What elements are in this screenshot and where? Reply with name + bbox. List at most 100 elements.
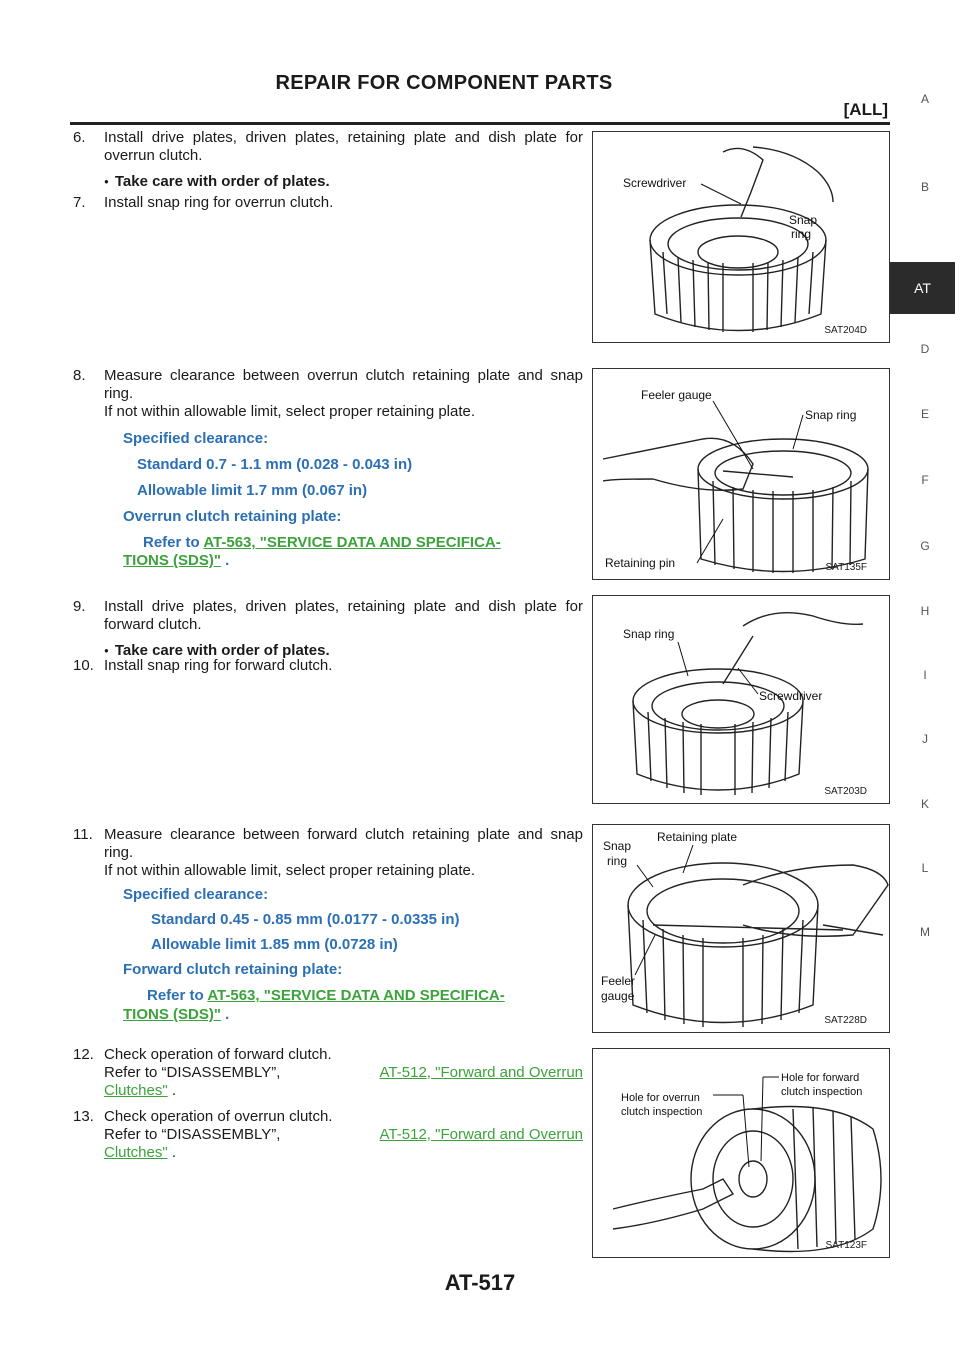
step-8: 8. Measure clearance between overrun clut… [73, 367, 583, 421]
spec-label: Specified clearance: [123, 430, 269, 447]
feeler-gauge-illustration: Feeler gauge Snap ring Retaining pin [602, 388, 869, 573]
step-text: Install drive plates, driven plates, ret… [104, 129, 583, 164]
step-number: 13. [73, 1108, 94, 1125]
disassembly-link[interactable]: AT-512, "Forward and Overrun [379, 1064, 583, 1081]
label-ring: ring [607, 854, 627, 868]
figure-overrun-clearance: Feeler gauge Snap ring Retaining pin SAT… [592, 368, 890, 580]
tab-b[interactable]: B [920, 180, 929, 194]
label-hole-overrun-1: Hole for overrun [621, 1092, 700, 1104]
tab-h[interactable]: H [920, 604, 930, 618]
step-text: Check operation of forward clutch. [104, 1046, 332, 1063]
step-text-2: If not within allowable limit, select pr… [104, 403, 476, 420]
page-scope: [ALL] [843, 100, 888, 119]
step-7: 7.Install snap ring for overrun clutch. [73, 194, 583, 212]
figure-id: SAT123F [825, 1240, 868, 1251]
label-screwdriver: Screwdriver [623, 176, 686, 190]
sds-link-cont[interactable]: TIONS (SDS)" [123, 1006, 221, 1023]
label-ring: ring [791, 227, 811, 241]
tab-i[interactable]: I [923, 668, 927, 682]
clutch-drum-illustration: Screwdriver Snap ring [623, 146, 834, 332]
label-screwdriver: Screwdriver [759, 689, 822, 703]
caution-bullet: Take care with order of plates. [104, 642, 583, 662]
refer-text: Refer to “DISASSEMBLY”, [104, 1126, 281, 1143]
refer-text: Refer to [147, 987, 204, 1004]
step-text: Check operation of overrun clutch. [104, 1108, 333, 1125]
figure-id: SAT203D [824, 786, 867, 797]
spec-limit: Allowable limit 1.85 mm (0.0728 in) [151, 936, 398, 953]
spec-standard: Standard 0.45 - 0.85 mm (0.0177 - 0.0335… [151, 911, 460, 928]
label-gauge: gauge [601, 989, 635, 1003]
refer-tail: . [171, 1082, 177, 1099]
tab-j[interactable]: J [922, 732, 928, 746]
refer-line-2: TIONS (SDS)" . [123, 552, 229, 569]
tab-k[interactable]: K [920, 797, 929, 811]
refer-tail: . [225, 552, 230, 569]
figure-id: SAT204D [824, 325, 867, 336]
step-number: 6. [73, 129, 86, 146]
sds-link[interactable]: AT-563, "SERVICE DATA AND SPECIFICA- [203, 534, 501, 551]
refer-line: Refer to AT-563, "SERVICE DATA AND SPECI… [143, 534, 501, 551]
clutch-drum-illustration: Snap ring Screwdriver [623, 611, 864, 795]
header-rule [70, 122, 890, 125]
step-11: 11. Measure clearance between forward clu… [73, 826, 583, 880]
sds-link[interactable]: AT-563, "SERVICE DATA AND SPECIFICA- [207, 987, 505, 1004]
disassembly-link-cont[interactable]: Clutches" [104, 1144, 168, 1161]
plate-label: Forward clutch retaining plate: [123, 961, 343, 978]
label-snap-ring: Snap ring [805, 408, 856, 422]
label-hole-forward-1: Hole for forward [781, 1072, 859, 1084]
figure-forward-clearance: Snap ring Retaining plate Feeler gauge S… [592, 824, 890, 1033]
sds-link-cont[interactable]: TIONS (SDS)" [123, 552, 221, 569]
label-hole-forward-2: clutch inspection [781, 1086, 862, 1098]
tab-l[interactable]: L [921, 861, 929, 875]
label-retaining-plate: Retaining plate [657, 830, 737, 844]
refer-tail: . [225, 1006, 230, 1023]
step-text: Measure clearance between overrun clutch… [104, 367, 583, 402]
spec-standard: Standard 0.7 - 1.1 mm (0.028 - 0.043 in) [137, 456, 413, 473]
label-snap: Snap [789, 213, 817, 227]
page-number: AT-517 [444, 1270, 516, 1295]
figure-forward-snap-ring: Snap ring Screwdriver SAT203D [592, 595, 890, 804]
tab-a[interactable]: A [920, 92, 929, 106]
refer-line: Refer to AT-563, "SERVICE DATA AND SPECI… [147, 987, 505, 1004]
label-feeler: Feeler [601, 974, 635, 988]
feeler-gauge-illustration: Snap ring Retaining plate Feeler gauge [601, 830, 889, 1027]
step-number: 12. [73, 1046, 94, 1063]
step-9: 9. Install drive plates, driven plates, r… [73, 598, 583, 662]
spec-limit: Allowable limit 1.7 mm (0.067 in) [137, 482, 368, 499]
step-10: 10.Install snap ring for forward clutch. [73, 657, 583, 675]
step-6: 6. Install drive plates, driven plates, r… [73, 129, 583, 193]
refer-line-2: TIONS (SDS)" . [123, 1006, 229, 1023]
step-text: Install snap ring for overrun clutch. [104, 194, 334, 211]
tab-e[interactable]: E [920, 407, 929, 421]
figure-overrun-snap-ring: Screwdriver Snap ring SAT204D [592, 131, 890, 343]
disassembly-link[interactable]: AT-512, "Forward and Overrun [379, 1126, 583, 1143]
tab-at[interactable]: AT [890, 262, 955, 314]
label-retaining-pin: Retaining pin [605, 556, 675, 570]
plate-label: Overrun clutch retaining plate: [123, 508, 342, 525]
step-number: 8. [73, 367, 86, 384]
clutch-drum-side-illustration: Hole for overrun clutch inspection Hole … [612, 1072, 882, 1253]
refer-text: Refer to “DISASSEMBLY”, [104, 1064, 281, 1081]
step-12: 12. Check operation of forward clutch. Re… [73, 1046, 583, 1100]
step-number: 10. [73, 657, 94, 674]
page-title: REPAIR FOR COMPONENT PARTS [275, 72, 613, 94]
figure-clutch-inspection: Hole for overrun clutch inspection Hole … [592, 1048, 890, 1258]
tab-d[interactable]: D [920, 342, 930, 356]
disassembly-link-cont[interactable]: Clutches" [104, 1082, 168, 1099]
step-number: 11. [73, 826, 93, 843]
spec-label: Specified clearance: [123, 886, 269, 903]
figure-id: SAT228D [824, 1015, 867, 1026]
refer-tail: . [171, 1144, 177, 1161]
step-13: 13. Check operation of overrun clutch. Re… [73, 1108, 583, 1162]
figure-id: SAT135F [825, 562, 868, 573]
step-text: Measure clearance between forward clutch… [104, 826, 583, 861]
tab-f[interactable]: F [921, 473, 929, 487]
caution-bullet: Take care with order of plates. [104, 173, 583, 193]
label-snap: Snap [603, 839, 631, 853]
label-feeler-gauge: Feeler gauge [641, 388, 712, 402]
step-text: Install drive plates, driven plates, ret… [104, 598, 583, 633]
tab-m[interactable]: M [920, 925, 930, 939]
label-snap-ring: Snap ring [623, 627, 674, 641]
tab-g[interactable]: G [920, 539, 930, 553]
step-number: 9. [73, 598, 86, 615]
